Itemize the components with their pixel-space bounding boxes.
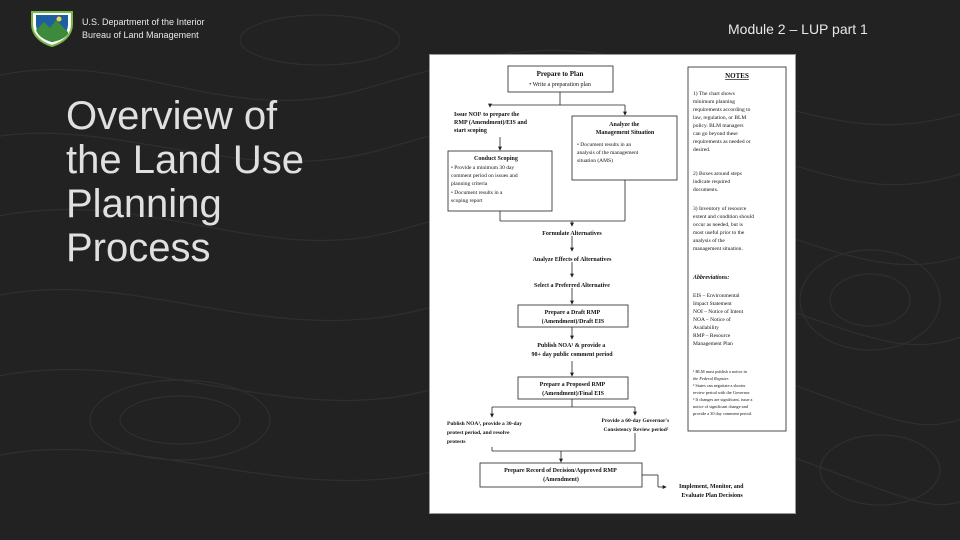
select-preferred-step: Select a Preferred Alternative [534,283,610,289]
analyze-effects-step: Analyze Effects of Alternatives [533,257,612,263]
title-line: Process [66,226,211,270]
governor-text: Provide a 60-day Governor's Consistency … [602,418,671,433]
agency-name: U.S. Department of the Interior Bureau o… [82,16,205,42]
department-label: U.S. Department of the Interior [82,17,205,27]
prepare-bullet: • Write a preparation plan [529,82,591,88]
blm-logo [31,11,73,48]
formulate-step: Formulate Alternatives [542,231,602,237]
note-2: 2) Boxes around steps indicate required … [693,170,743,193]
scoping-title: Conduct Scoping [474,156,518,162]
implement-text: Implement, Monitor, and Evaluate Plan De… [679,484,745,499]
publish-noa-text: Publish NOA¹ & provide a 90+ day public … [531,343,613,358]
issue-noi-text: Issue NOI¹ to prepare the RMP (Amendment… [454,112,529,134]
abbreviations-list: EIS – Environmental Impact Statement NOI… [693,293,744,347]
footnotes: ¹ BLM must publish a notice in the Feder… [693,369,753,416]
note-1: 1) The chart shows minimum planning requ… [693,90,752,153]
prepare-box [507,65,614,93]
title-line: the Land Use [66,138,304,182]
note-3: 3) Inventory of resource extent and cond… [693,205,755,252]
flowchart-diagram: Prepare to Plan • Write a preparation pl… [447,65,787,499]
record-box [479,462,643,488]
analyze-title: Analyze the Management Situation [596,122,655,136]
record-text: Prepare Record of Decision/Approved RMP … [504,468,618,483]
draft-text: Prepare a Draft RMP (Amendment)/Draft EI… [542,310,605,325]
bureau-label: Bureau of Land Management [82,30,199,40]
scoping-text: • Provide a minimum 30 day comment perio… [451,165,519,204]
module-label: Module 2 – LUP part 1 [728,21,868,37]
notes-box [687,66,787,432]
analyze-bullet: • Document results in an analysis of the… [577,142,640,164]
protest-text: Publish NOA¹, provide a 30-day protest p… [447,421,523,445]
draft-box [517,304,629,328]
title-line: Overview of [66,94,278,138]
proposed-box [517,376,629,400]
planning-process-flowchart: Prepare to Plan • Write a preparation pl… [429,54,796,514]
analyze-box [571,115,678,181]
slide-title: Overview of the Land Use Planning Proces… [66,94,366,270]
proposed-text: Prepare a Proposed RMP (Amendment)/Final… [540,382,607,397]
abbreviations-heading: Abbreviations: [692,275,729,281]
title-line: Planning [66,182,222,226]
prepare-title: Prepare to Plan [537,70,584,78]
notes-heading: NOTES [725,72,749,80]
